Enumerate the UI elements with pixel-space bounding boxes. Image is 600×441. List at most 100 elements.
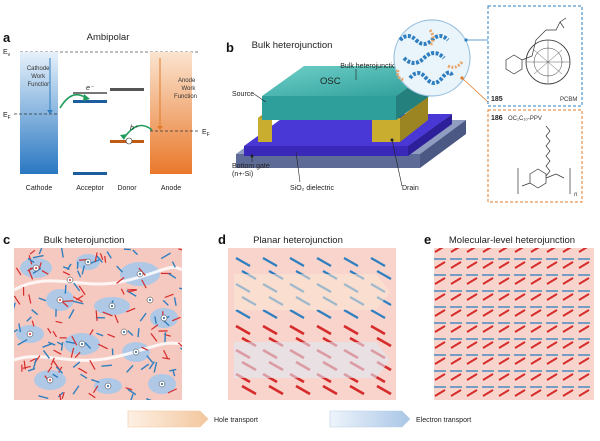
donor-dash	[316, 257, 332, 267]
molecule-dash	[92, 385, 99, 394]
molecule-dash	[52, 360, 60, 370]
pcbm-structure	[505, 17, 571, 85]
charge-carrier-core	[81, 343, 83, 345]
charge-carrier-core	[163, 317, 165, 319]
molecule-dash	[80, 373, 88, 379]
molecule-dash	[17, 339, 28, 346]
source-electrode	[258, 118, 272, 142]
charge-carrier-core	[107, 385, 109, 387]
ef-left-label: EF	[3, 112, 11, 121]
ppv-box	[487, 109, 583, 203]
hole-arrow	[123, 124, 153, 139]
molecule-dash	[171, 316, 181, 322]
panel-c-label: c	[3, 232, 10, 247]
acceptor-dash	[262, 324, 278, 336]
molecule-dash	[102, 311, 113, 317]
charge-carrier-core	[123, 331, 125, 333]
donor-dash	[316, 309, 332, 319]
molecule-dash	[167, 388, 177, 394]
molecule-dash	[178, 248, 182, 251]
molecule-dash	[64, 284, 67, 294]
electron-transport-arrow	[234, 342, 390, 378]
panel-d: d Planar heterojunction	[218, 232, 396, 400]
molecule-dash	[179, 287, 182, 290]
molecule-dash	[146, 355, 154, 363]
acceptor-homo	[73, 172, 107, 175]
legend: Hole transport Electron transport	[127, 410, 471, 428]
molecule-dash	[99, 253, 104, 261]
molecule-dash	[38, 395, 49, 400]
acceptor-dash	[316, 324, 332, 336]
molecule-dash	[114, 314, 119, 324]
molecule-dash	[60, 342, 64, 351]
molecule-dash	[96, 332, 104, 337]
cathode-block	[20, 52, 58, 174]
ppv-number: 186	[491, 115, 503, 122]
molecule-dash	[60, 248, 64, 258]
donor-dash	[289, 309, 305, 319]
ef-right-label: EF	[202, 129, 210, 138]
panel-a-title: Ambipolar	[87, 32, 130, 43]
molecule-dash	[32, 357, 38, 369]
molecule-dash	[57, 391, 64, 398]
pcbm-number: 185	[491, 96, 503, 103]
charge-carrier-core	[87, 261, 89, 263]
molecule-dash	[27, 257, 35, 264]
molecule-dash	[132, 249, 139, 256]
molecule-dash	[76, 270, 82, 278]
molecule-dash	[88, 392, 96, 399]
molecule-dash	[95, 310, 98, 322]
panel-d-title: Planar heterojunction	[253, 235, 343, 246]
molecule-dash	[61, 392, 65, 399]
osc-label: OSC	[320, 76, 341, 87]
panel-e-title: Molecular-level heterojunction	[449, 235, 575, 246]
col-anode: Anode	[161, 185, 181, 192]
acceptor-dash	[376, 336, 392, 348]
molecule-dash	[55, 366, 64, 374]
charge-carrier-core	[161, 383, 163, 385]
molecule-dash	[14, 329, 18, 333]
charge-carrier-core	[29, 333, 31, 335]
panel-a: a Ambipolar Ev Cathode Work Function Ano…	[3, 30, 210, 192]
molecule-dash	[74, 351, 81, 359]
molecule-dash	[163, 349, 169, 360]
drain-electrode	[372, 118, 400, 142]
molecule-dash	[47, 341, 56, 346]
molecule-dash	[89, 329, 94, 336]
molecule-dash	[137, 328, 140, 338]
molecule-dash	[106, 251, 112, 259]
electron-label: e⁻	[86, 85, 95, 92]
panel-e-label: e	[424, 232, 431, 247]
acceptor-dash	[289, 324, 305, 336]
molecule-dash	[168, 272, 177, 279]
molecule-dash	[50, 357, 55, 366]
molecule-dash	[78, 285, 86, 296]
molecular-level-lattice	[434, 248, 594, 400]
molecule-dash	[154, 316, 157, 324]
charge-carrier-core	[59, 299, 61, 301]
molecule-dash	[172, 369, 176, 377]
molecule-dash	[72, 385, 80, 395]
panel-e: e Molecular-level heterojunction	[424, 232, 594, 400]
molecule-dash	[32, 254, 44, 259]
acceptor-dash	[376, 384, 392, 396]
charge-carrier-core	[35, 267, 37, 269]
molecule-dash	[141, 279, 147, 289]
donor-dash	[262, 309, 278, 319]
molecule-dash	[153, 362, 158, 373]
molecule-dash	[130, 393, 134, 400]
molecule-dash	[81, 265, 86, 275]
legend-hole-arrow	[127, 410, 209, 428]
molecule-dash	[42, 350, 51, 359]
anode-wf-label: Anode Work Function	[174, 78, 197, 100]
molecule-dash	[52, 373, 59, 378]
molecule-dash	[160, 252, 171, 260]
molecule-dash	[14, 295, 21, 305]
acceptor-dash	[295, 384, 311, 396]
molecule-dash	[72, 300, 84, 305]
molecule-dash	[70, 347, 75, 358]
molecule-dash	[180, 347, 182, 350]
panel-b: b Bulk heterojunction OSC Bulk heterojun…	[226, 5, 583, 203]
molecule-dash	[89, 360, 96, 370]
